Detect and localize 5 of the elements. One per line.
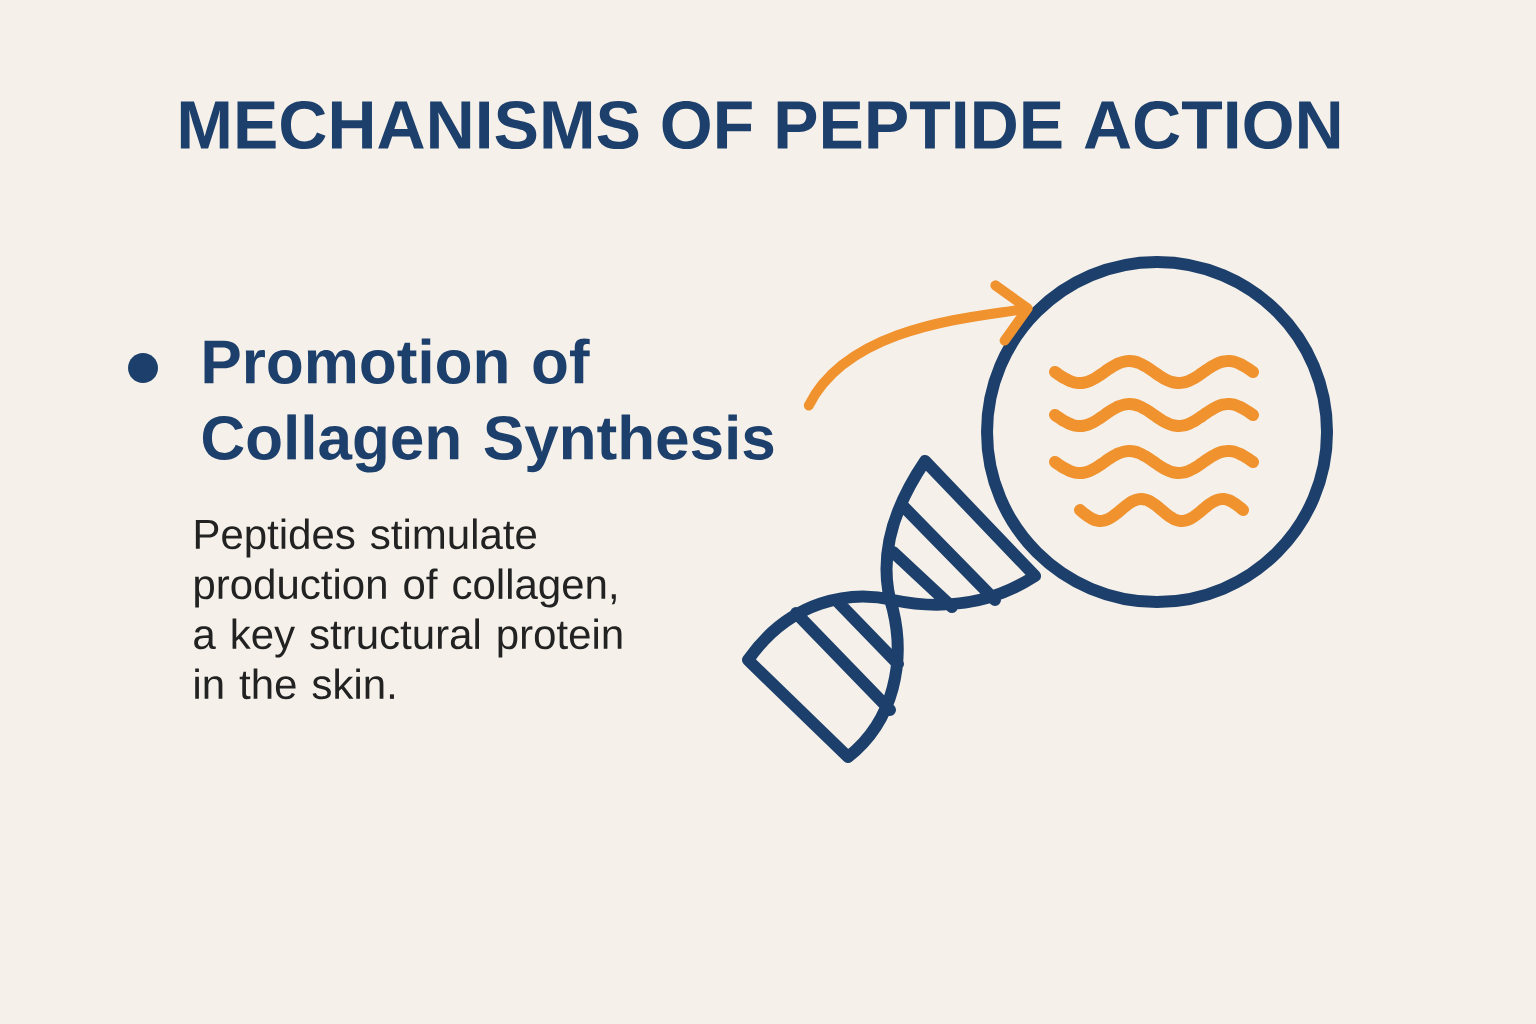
heading: Promotion of Collagen Synthesis	[202, 338, 774, 473]
body-text: Peptides stimulate production of collagen, a key structural protein in the skin.	[194, 518, 622, 700]
magnifier-circle	[981, 256, 1333, 608]
arrow	[803, 280, 1033, 411]
title: MECHANISMS OF PEPTIDE ACTION	[180, 100, 1340, 150]
